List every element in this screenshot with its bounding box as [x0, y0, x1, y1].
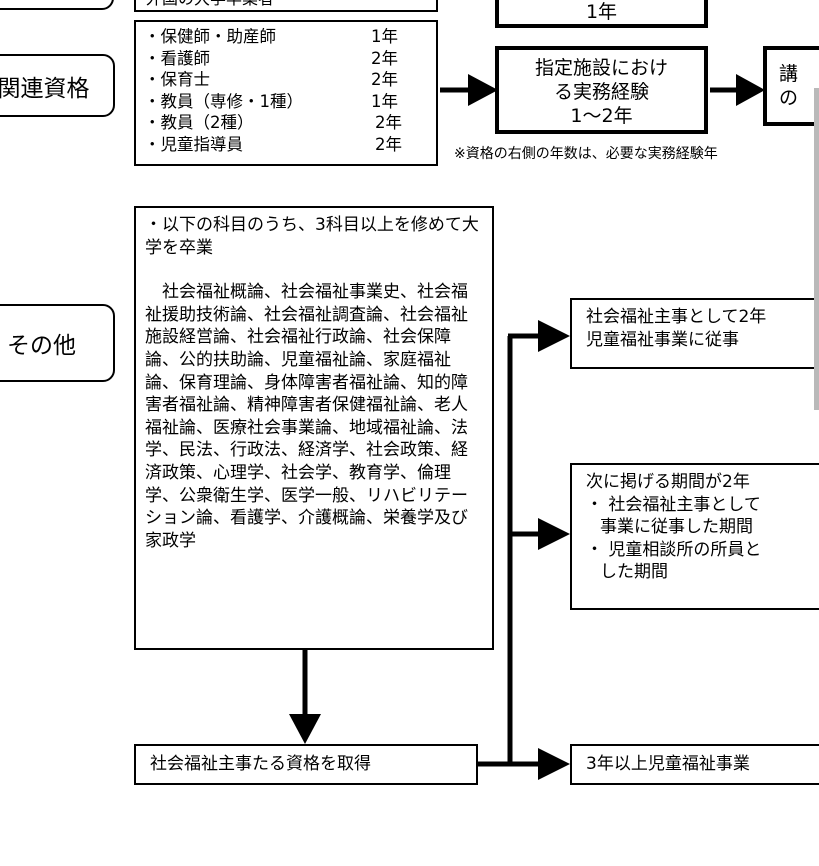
qualification-name: ・教員（2種） — [144, 113, 254, 132]
outcome-3-text: 3年以上児童福祉事業 — [586, 754, 750, 774]
qualification-item: ・教員（専修・1種） 1年 — [144, 91, 428, 113]
category-related-qualifications: 関連資格 — [0, 54, 115, 117]
outcome-2-line: ・ 児童相談所の所員と — [586, 539, 762, 560]
category-others-label: その他 — [7, 333, 76, 359]
subjects-box: ・以下の科目のうち、3科目以上を修めて大学を卒業 社会福祉概論、社会福祉事業史、… — [134, 206, 494, 650]
qualification-name: ・看護師 — [144, 48, 210, 68]
subjects-intro: ・以下の科目のうち、3科目以上を修めて大学を卒業 — [145, 215, 479, 258]
arrow-head — [538, 320, 570, 352]
qualification-item: ・保健師・助産師 1年 — [144, 26, 428, 48]
shakai-fukushi-qualification-box: 社会福祉主事たる資格を取得 — [134, 744, 478, 785]
qualification-name: ・教員（専修・1種） — [144, 91, 303, 111]
outcome-box-3: 3年以上児童福祉事業 — [570, 744, 819, 785]
qualification-item: ・児童指導員 2年 — [144, 134, 428, 156]
arrow-head — [538, 748, 570, 780]
qualification-name: ・保健師・助産師 — [144, 27, 276, 46]
experience-line: 1～2年 — [570, 105, 633, 127]
qualification-years: 2年 — [371, 48, 398, 68]
qualification-years: 1年 — [371, 91, 398, 111]
experience-line: る実務経験 — [553, 81, 649, 103]
lecture-line: の — [779, 87, 799, 109]
outcome-2-line: 事業に従事した期間 — [600, 517, 753, 537]
outcome-2-line: した期間 — [600, 562, 668, 582]
subjects-list: 社会福祉概論、社会福祉事業史、社会福祉援助技術論、社会福祉調査論、社会福祉施設経… — [145, 282, 468, 551]
qualification-years: 2年 — [371, 70, 398, 89]
arrow-head — [538, 518, 570, 550]
outcome-1-line: 社会福祉主事として2年 — [586, 307, 767, 327]
experience-box: 指定施設におけ る実務経験 1～2年 — [495, 46, 708, 134]
lecture-line: 講 — [779, 63, 799, 85]
vertical-scrollbar[interactable] — [814, 88, 819, 410]
outcome-1-line: 児童福祉事業に従事 — [586, 329, 739, 350]
qualification-years: 2年 — [375, 134, 402, 154]
outcome-2-line: 次に掲げる期間が2年 — [586, 472, 750, 492]
category-others: その他 — [0, 304, 115, 382]
experience-line: 指定施設におけ — [534, 57, 668, 79]
qualification-item: ・教員（2種） 2年 — [144, 112, 428, 134]
outcome-box-1: 社会福祉主事として2年 児童福祉事業に従事 — [570, 298, 819, 369]
top-cut-box-text: 外国の大学卒業者 — [136, 0, 436, 8]
qualification-item: ・看護師 2年 — [144, 48, 428, 70]
qualification-years: 1年 — [371, 27, 398, 46]
arrow-head — [736, 74, 765, 106]
arrow-head — [289, 714, 321, 744]
qualification-item: ・保育士 2年 — [144, 69, 428, 91]
qualification-name: ・児童指導員 — [144, 134, 243, 154]
qualifications-box: ・保健師・助産師 1年 ・看護師 2年 ・保育士 2年 ・教員（専修・1種） 1… — [134, 20, 438, 166]
top-right-cut-box: 1年 — [495, 0, 708, 28]
outcome-box-2: 次に掲げる期間が2年 ・ 社会福祉主事として 事業に従事した期間 ・ 児童相談所… — [570, 463, 819, 610]
qualifications-list: ・保健師・助産師 1年 ・看護師 2年 ・保育士 2年 ・教員（専修・1種） 1… — [136, 22, 436, 155]
outcome-2-line: ・ 社会福祉主事として — [586, 494, 761, 515]
qualification-name: ・保育士 — [144, 70, 210, 89]
arrow-head — [468, 74, 498, 106]
top-right-cut-box-text: 1年 — [585, 1, 618, 23]
shakai-fukushi-qualification-text: 社会福祉主事たる資格を取得 — [150, 754, 371, 774]
top-cut-box: 外国の大学卒業者 — [134, 0, 438, 12]
lecture-box: 講 の — [763, 46, 819, 126]
experience-years-note: ※資格の右側の年数は、必要な実務経験年 — [454, 146, 718, 162]
category-related-qualifications-label: 関連資格 — [0, 75, 90, 102]
qualification-years: 2年 — [375, 113, 402, 132]
